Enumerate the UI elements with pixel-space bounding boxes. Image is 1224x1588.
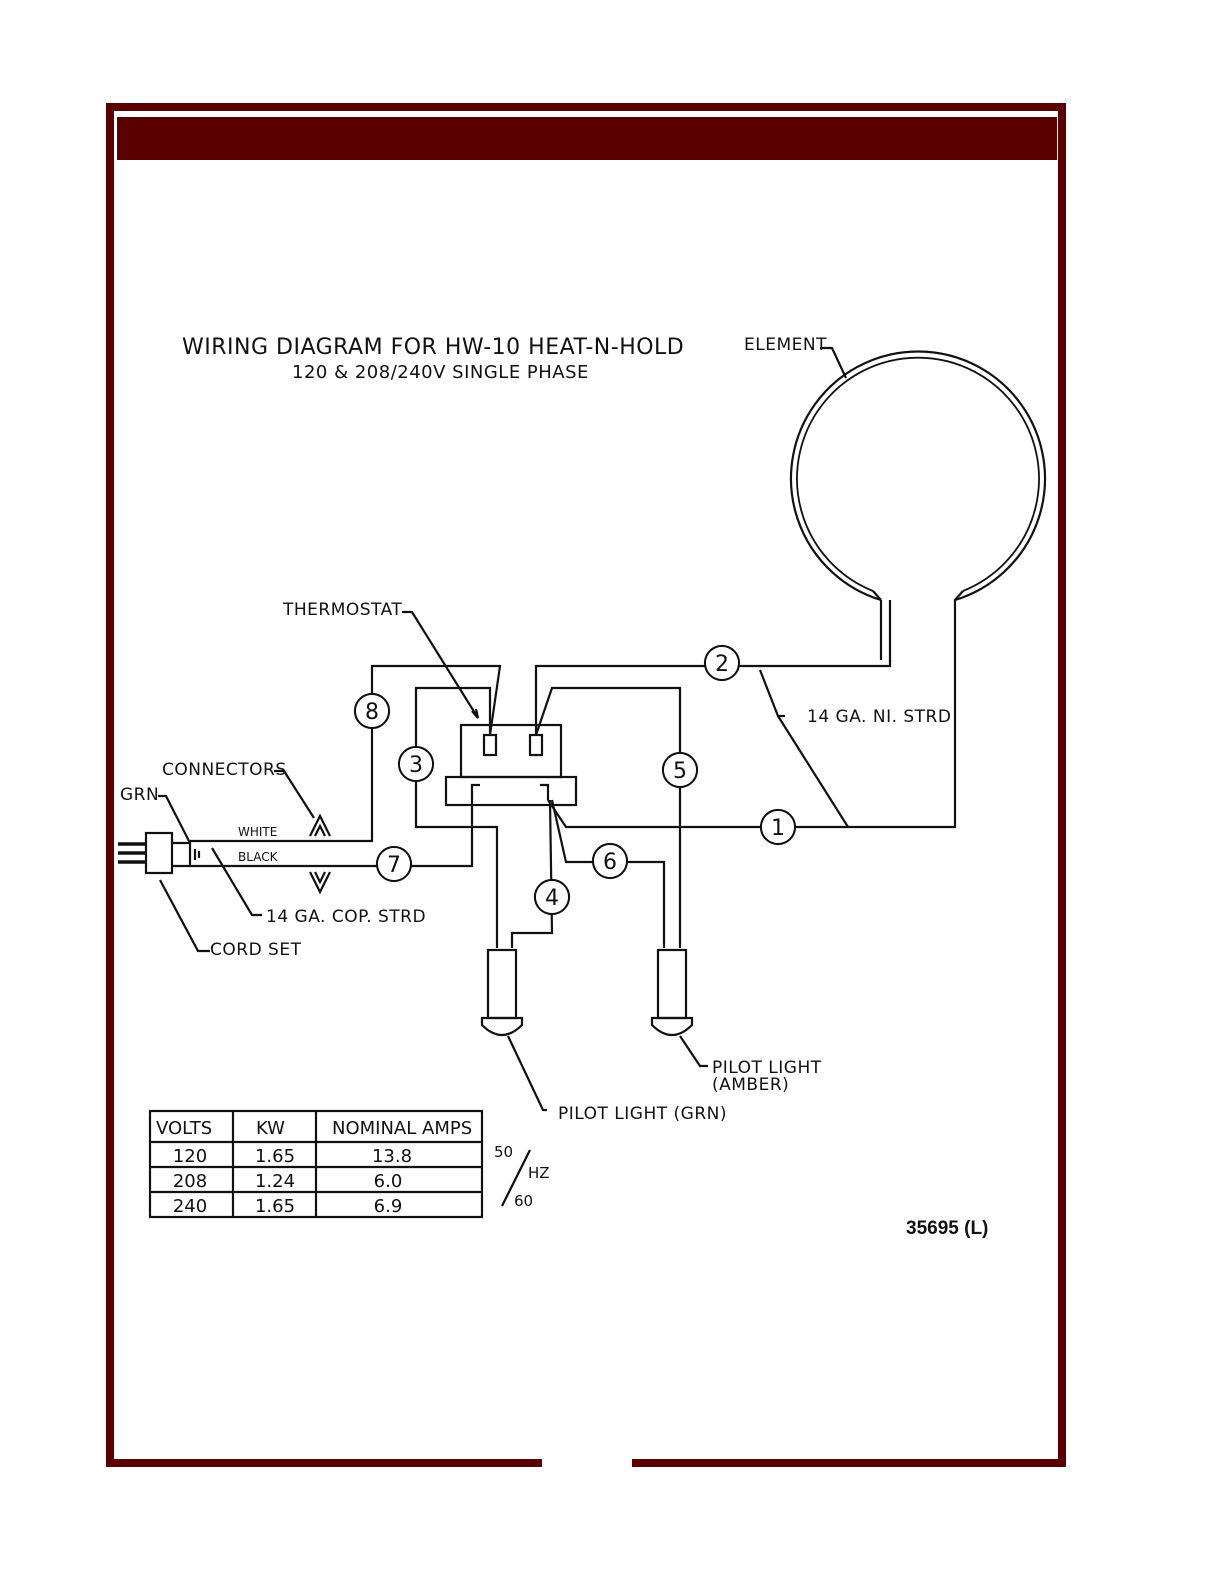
label-element: ELEMENT xyxy=(744,335,827,355)
wire-number-4: 4 xyxy=(545,886,559,911)
ni-strd-leader xyxy=(760,670,848,827)
label-ni-strd: 14 GA. NI. STRD xyxy=(807,707,951,727)
wire-number-1: 1 xyxy=(771,816,785,841)
label-grn: GRN xyxy=(120,785,159,805)
connector-black xyxy=(310,872,330,892)
table-cell-r0-volts: 120 xyxy=(173,1146,207,1167)
wire-1 xyxy=(548,660,955,827)
thermostat-terminal-right xyxy=(530,735,542,755)
wire-4 xyxy=(512,800,552,948)
hz-unit: HZ xyxy=(528,1164,550,1182)
thermostat-body xyxy=(461,725,561,777)
label-cop-strd: 14 GA. COP. STRD xyxy=(266,907,426,927)
hz-bottom: 60 xyxy=(514,1192,533,1210)
header-bar xyxy=(117,117,1057,160)
label-cord-set: CORD SET xyxy=(210,940,302,960)
page-frame xyxy=(106,103,1066,1467)
label-black: BLACK xyxy=(238,850,279,864)
wire-number-8: 8 xyxy=(365,700,379,725)
wire-number-6: 6 xyxy=(603,850,617,875)
table-cell-r1-volts: 208 xyxy=(173,1171,207,1192)
thermostat-terminal-left xyxy=(484,735,496,755)
part-number: 35695 (L) xyxy=(906,1218,988,1239)
label-pilot-grn: PILOT LIGHT (GRN) xyxy=(558,1104,727,1124)
connector-white xyxy=(310,816,330,836)
label-white: WHITE xyxy=(238,825,277,839)
pilot-light-amber-body xyxy=(658,950,686,1018)
label-connectors: CONNECTORS xyxy=(162,760,287,780)
pilot-grn-leader xyxy=(508,1036,547,1110)
table-header-volts: VOLTS xyxy=(156,1118,212,1139)
table-cell-r2-volts: 240 xyxy=(173,1196,207,1217)
label-thermostat: THERMOSTAT xyxy=(282,600,402,620)
pilot-light-grn-lens xyxy=(482,1018,522,1035)
table-header-amps: NOMINAL AMPS xyxy=(332,1118,472,1139)
table-header-kw: KW xyxy=(256,1118,285,1139)
diagram-title: WIRING DIAGRAM FOR HW-10 HEAT-N-HOLD xyxy=(182,335,684,360)
hz-top: 50 xyxy=(494,1143,513,1161)
table-cell-r1-kw: 1.24 xyxy=(255,1171,295,1192)
pilot-light-grn-body xyxy=(488,950,516,1018)
table-cell-r2-kw: 1.65 xyxy=(255,1196,295,1217)
table-cell-r1-amps: 6.0 xyxy=(374,1171,403,1192)
table-cell-r0-amps: 13.8 xyxy=(372,1146,412,1167)
label-pilot-amber-color: (AMBER) xyxy=(712,1075,789,1095)
diagram-subtitle: 120 & 208/240V SINGLE PHASE xyxy=(292,362,589,383)
table-cell-r0-kw: 1.65 xyxy=(255,1146,295,1167)
wire-number-7: 7 xyxy=(387,853,401,878)
grn-leader xyxy=(158,796,190,843)
pilot-amber-leader xyxy=(680,1036,708,1066)
wire-3 xyxy=(416,688,497,948)
wire-number-5: 5 xyxy=(673,759,687,784)
table-cell-r2-amps: 6.9 xyxy=(374,1196,403,1217)
wire-number-2: 2 xyxy=(715,652,729,677)
heating-element xyxy=(791,352,1045,662)
cord-set-leader xyxy=(160,880,210,951)
plug-body xyxy=(146,833,172,873)
thermostat-base xyxy=(446,777,576,805)
wire-number-3: 3 xyxy=(409,753,423,778)
pilot-light-amber-lens xyxy=(652,1018,692,1035)
